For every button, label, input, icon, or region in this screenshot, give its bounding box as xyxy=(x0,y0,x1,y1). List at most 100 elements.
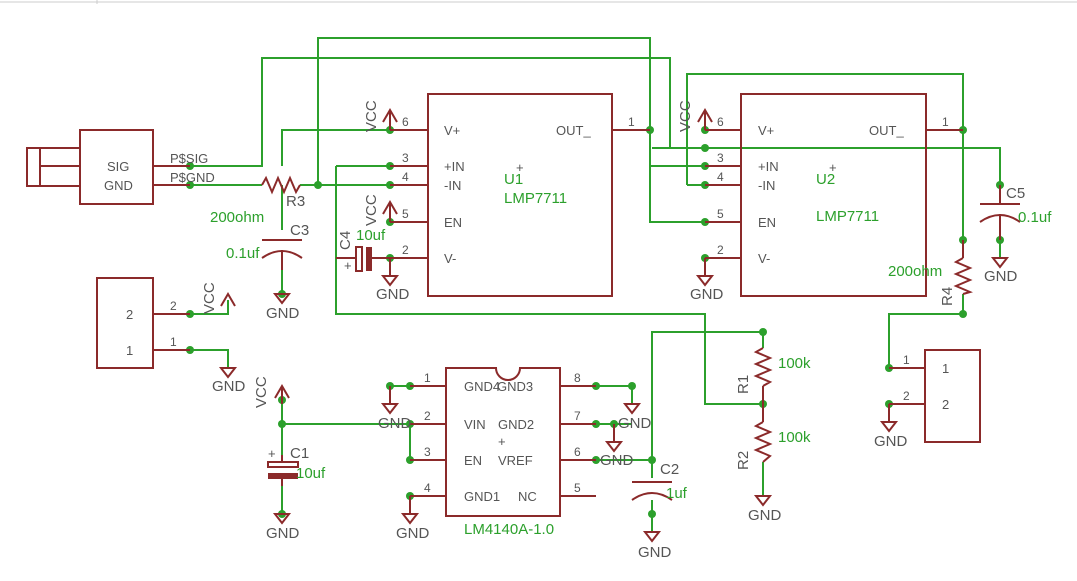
cap-curve xyxy=(631,492,673,501)
j2-num-1: 1 xyxy=(170,335,177,349)
capacitor-c3[interactable]: C3 0.1uf xyxy=(226,222,309,270)
u2-num-vn: 2 xyxy=(717,243,724,257)
u2-num-inp: 3 xyxy=(717,151,724,165)
capacitor-c1[interactable]: + C1 10uf xyxy=(267,445,326,486)
output-connector[interactable]: 1 2 1 2 xyxy=(889,349,981,443)
capacitor-c2[interactable]: C2 1uf xyxy=(631,461,688,502)
capacitor-c5[interactable]: C5 0.1uf xyxy=(979,185,1052,240)
gnd-label: GND xyxy=(600,452,634,469)
gnd-symbol: GND xyxy=(212,367,246,395)
cap-polarity: + xyxy=(344,258,352,273)
u2-label-vn: V- xyxy=(758,251,770,266)
u2-num-inn: 4 xyxy=(717,170,724,184)
vcc-symbol: VCC xyxy=(677,100,713,132)
gnd-label: GND xyxy=(396,525,430,542)
u3-label-gnd3: GND3 xyxy=(497,379,533,394)
resistor-zigzag xyxy=(753,347,773,387)
resistor-r1[interactable]: R1 100k xyxy=(735,347,811,404)
junction xyxy=(314,181,322,189)
gnd-label: GND xyxy=(378,415,412,432)
bnc-sig-label: SIG xyxy=(107,159,129,174)
junction xyxy=(278,420,286,428)
r1-value: 100k xyxy=(778,355,811,372)
u2-body xyxy=(740,93,927,297)
r2-name: R2 xyxy=(735,451,752,470)
gnd-symbol: GND xyxy=(266,293,300,322)
u3-label-vin: VIN xyxy=(464,417,486,432)
u2-value: LMP7711 xyxy=(816,208,879,225)
u3-label-gnd2: GND2 xyxy=(498,417,534,432)
vcc-label: VCC xyxy=(363,194,380,226)
u3-origin: + xyxy=(498,434,506,449)
j2-inner-2: 2 xyxy=(126,307,133,322)
opamp-u1[interactable]: 6 3 4 5 2 1 V+ +IN -IN EN V- OUT_ U1 LMP… xyxy=(390,93,650,297)
gnd-symbol: GND xyxy=(378,386,412,432)
gnd-symbol: GND xyxy=(618,403,652,432)
vcc-symbol: VCC xyxy=(363,100,398,132)
power-connector-body xyxy=(96,277,154,369)
resistor-zigzag xyxy=(953,257,973,295)
u3-value: LM4140A-1.0 xyxy=(464,521,554,538)
j2-inner-1: 1 xyxy=(126,343,133,358)
resistor-r3[interactable]: R3 200ohm xyxy=(210,175,305,226)
u3-label-gnd4: GND4 xyxy=(464,379,500,394)
r3-name: R3 xyxy=(286,193,305,210)
wire-midpoint xyxy=(335,166,763,405)
junction xyxy=(701,144,709,152)
u3-num-8: 8 xyxy=(574,371,581,385)
vcc-symbol: VCC xyxy=(253,376,290,408)
resistor-zigzag xyxy=(261,175,301,195)
gnd-symbol: GND xyxy=(638,531,672,561)
power-connector[interactable]: 2 1 2 1 xyxy=(96,277,190,369)
u3-num-2: 2 xyxy=(424,409,431,423)
gnd-label: GND xyxy=(266,305,300,322)
u2-label-out: OUT_ xyxy=(869,123,904,138)
c2-value: 1uf xyxy=(666,485,688,502)
gnd-label: GND xyxy=(212,378,246,395)
resistor-r2[interactable]: R2 100k xyxy=(735,404,811,470)
c2-name: C2 xyxy=(660,461,679,478)
j3-num-2: 2 xyxy=(903,389,910,403)
r4-value: 200ohm xyxy=(888,263,942,280)
vcc-symbol: VCC xyxy=(363,194,398,226)
junction xyxy=(959,310,967,318)
wire-u1-vp xyxy=(281,129,390,166)
wire-r1-top xyxy=(651,331,764,460)
u1-label-out: OUT_ xyxy=(556,123,591,138)
u1-label-inn: -IN xyxy=(444,178,461,193)
gnd-symbol: GND xyxy=(690,258,724,303)
r2-value: 100k xyxy=(778,429,811,446)
u1-num-inp: 3 xyxy=(402,151,409,165)
vcc-symbol: VCC xyxy=(201,282,236,314)
capacitor-c4[interactable]: + C4 10uf xyxy=(336,227,390,273)
cap-plate-open xyxy=(267,461,299,468)
j3-inner-2: 2 xyxy=(942,397,949,412)
junction xyxy=(759,328,767,336)
junction xyxy=(628,382,636,390)
r3-value: 200ohm xyxy=(210,209,264,226)
u1-label-vn: V- xyxy=(444,251,456,266)
u2-label-en: EN xyxy=(758,215,776,230)
u1-origin: + xyxy=(516,160,524,175)
vcc-label: VCC xyxy=(363,100,380,132)
u1-value: LMP7711 xyxy=(504,190,567,207)
j3-num-1: 1 xyxy=(903,353,910,367)
c4-name: C4 xyxy=(337,231,354,250)
output-connector-body xyxy=(924,349,981,443)
opamp-u2[interactable]: 6 3 4 5 2 1 V+ +IN -IN EN V- OUT_ U2 LMP… xyxy=(705,93,963,297)
u2-label-inp: +IN xyxy=(758,159,779,174)
gnd-label: GND xyxy=(984,268,1018,285)
gnd-label: GND xyxy=(748,507,782,524)
bnc-connector[interactable]: SIG GND P$SIG P$GND xyxy=(26,129,215,205)
wire-u1out xyxy=(612,129,705,223)
u3-num-5: 5 xyxy=(574,481,581,495)
gnd-symbol: GND xyxy=(376,258,410,303)
u1-name: U1 xyxy=(504,171,523,188)
gnd-symbol: GND xyxy=(396,496,430,542)
cap-plate-filled xyxy=(268,473,298,479)
voltage-reference-u3[interactable]: 1 2 3 4 8 7 6 5 GND4 GND3 VIN GND2 EN VR… xyxy=(410,367,596,538)
gnd-symbols: GND GND GND GND GND GND GND xyxy=(212,257,1018,561)
u1-num-out: 1 xyxy=(628,115,635,129)
resistor-r4[interactable]: 200ohm R4 xyxy=(888,240,973,306)
j3-inner-1: 1 xyxy=(942,361,949,376)
